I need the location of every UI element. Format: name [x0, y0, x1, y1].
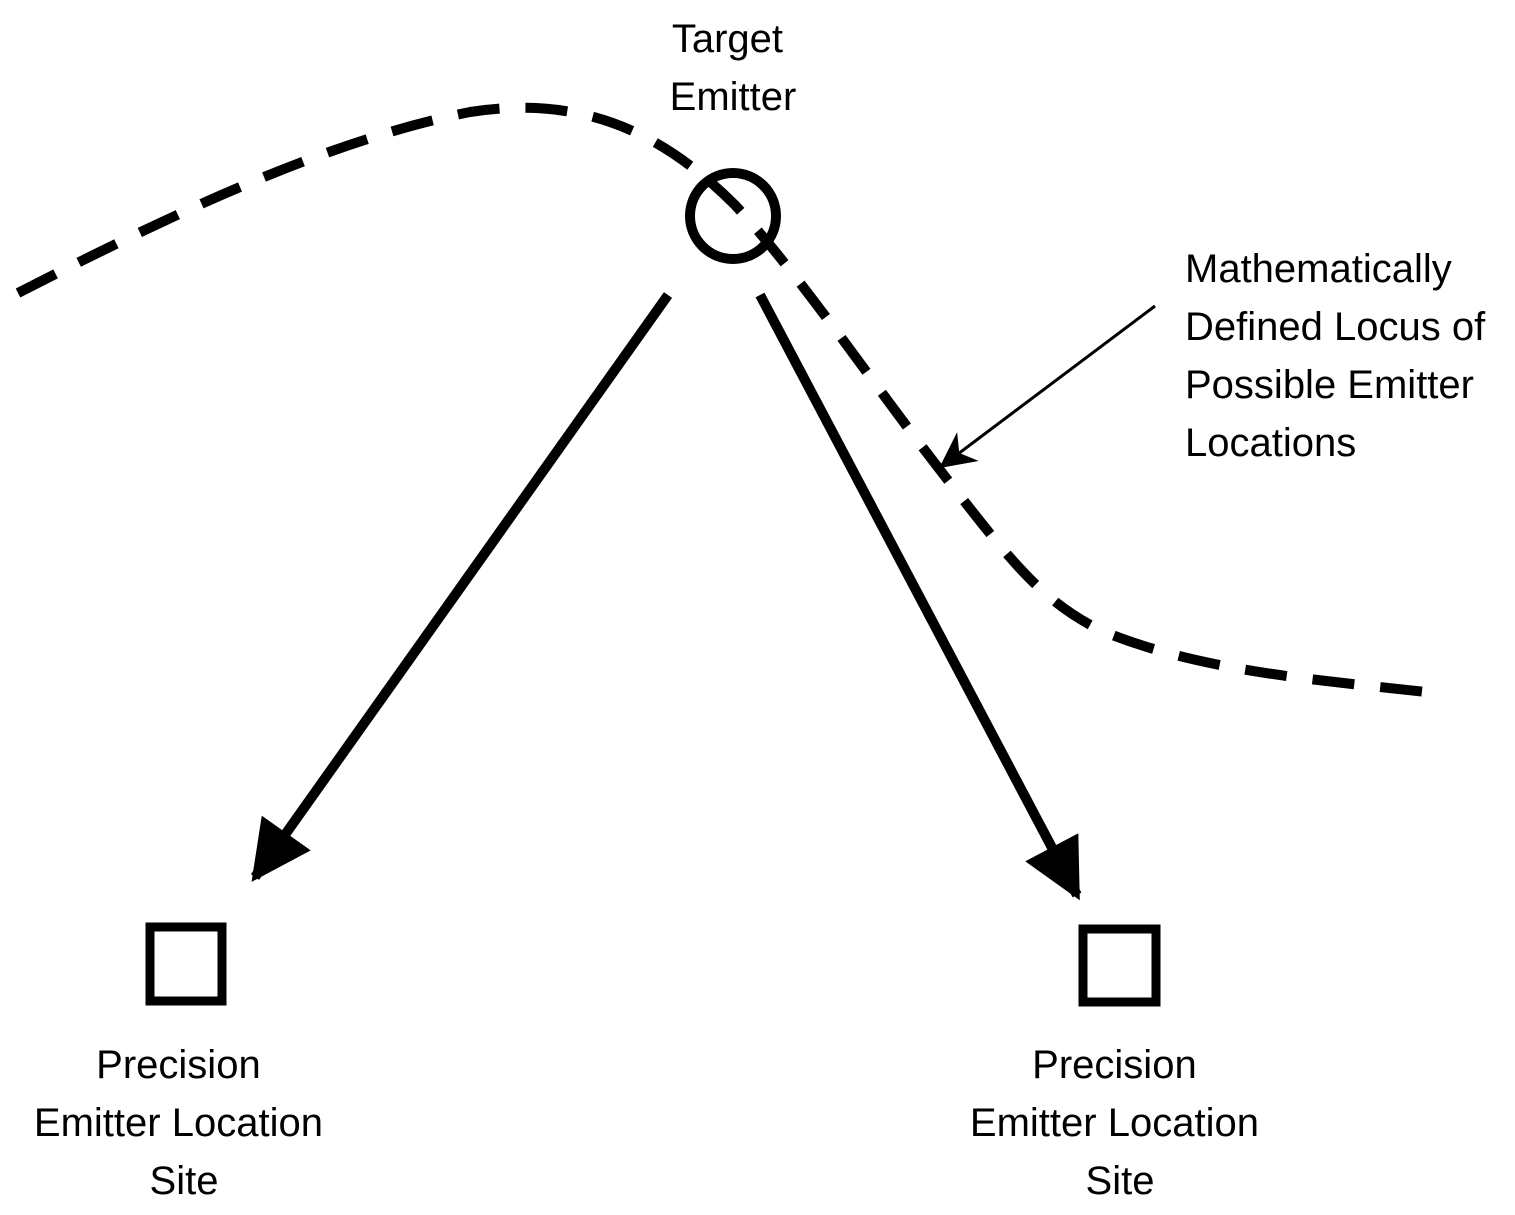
- target-label-line: Target: [672, 17, 783, 61]
- target-label-line: Emitter: [670, 75, 797, 119]
- site-label-line: Site: [1086, 1159, 1155, 1203]
- site-label-line: Emitter Location: [34, 1101, 323, 1145]
- locus-label-line: Locations: [1185, 421, 1356, 465]
- site-label-line: Emitter Location: [970, 1101, 1259, 1145]
- right-site-label: Precision Emitter Location Site: [970, 1043, 1270, 1203]
- locus-label-line: Mathematically: [1185, 247, 1452, 291]
- site-label-line: Site: [150, 1159, 219, 1203]
- arrow-to-right-site: [755, 292, 1082, 901]
- site-label-line: Precision: [1032, 1043, 1197, 1087]
- locus-label: Mathematically Defined Locus of Possible…: [1185, 247, 1496, 465]
- locus-pointer-arrow: [939, 304, 1156, 469]
- locus-curve: [15, 102, 1436, 698]
- site-label-line: Precision: [96, 1043, 261, 1087]
- left-site-square-icon: [145, 922, 227, 1006]
- locus-label-line: Defined Locus of: [1185, 305, 1486, 349]
- target-label: Target Emitter: [670, 17, 797, 119]
- arrow-to-left-site: [250, 292, 673, 882]
- left-site-label: Precision Emitter Location Site: [34, 1043, 334, 1203]
- locus-label-line: Possible Emitter: [1185, 363, 1474, 407]
- right-site-square-icon: [1078, 924, 1161, 1007]
- target-emitter-circle-icon: [685, 168, 781, 264]
